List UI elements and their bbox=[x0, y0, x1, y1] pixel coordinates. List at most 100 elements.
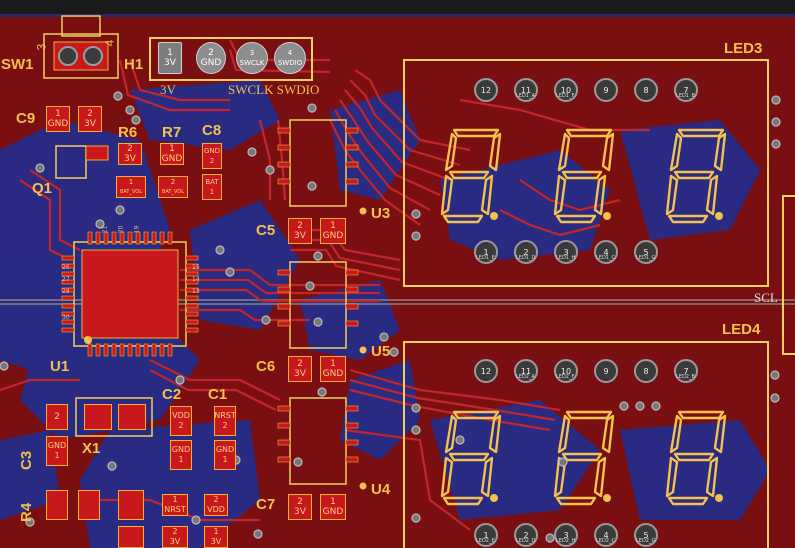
led4-top-pin-7: 7 bbox=[674, 359, 698, 383]
c6-pad2-net: 3V bbox=[294, 369, 306, 379]
led3-bottom-pin-net: LED1_G bbox=[636, 255, 656, 261]
r7-pad2-num: 2 bbox=[170, 178, 176, 186]
led4-decimal-points bbox=[490, 494, 723, 502]
led4-bottom-pin-number: 4 bbox=[603, 530, 609, 540]
c9-pad1-num: 1 bbox=[55, 109, 61, 119]
sw1-pin4: 4 bbox=[102, 39, 117, 47]
h1-label: H1 bbox=[124, 56, 144, 73]
led3-top-pin-number: 8 bbox=[643, 85, 649, 95]
u1-pin21: 21 bbox=[101, 225, 109, 234]
led3-bottom-pin-3: 3 bbox=[554, 240, 578, 264]
c2-pad1-num: GND bbox=[171, 445, 191, 454]
led4-bottom-pin-2: 2 bbox=[514, 523, 538, 547]
c3-pad1-net: 1 bbox=[54, 451, 60, 460]
u1-pin13: 13 bbox=[192, 288, 200, 295]
u1-pin26: 26 bbox=[62, 264, 70, 271]
board-edge bbox=[0, 14, 795, 17]
led3-top-pin-7: 7 bbox=[674, 78, 698, 102]
c7-label: C7 bbox=[256, 496, 276, 513]
led4-bottom-pin-net: LED2_D bbox=[516, 538, 536, 544]
c5-pad2-num: 2 bbox=[297, 221, 303, 231]
led4-top-pin-number: 7 bbox=[683, 366, 689, 376]
h1-pin2-name: GND bbox=[200, 58, 222, 68]
c7-pad1-num: 1 bbox=[330, 497, 336, 507]
u1-pin20: 20 bbox=[117, 225, 125, 234]
c9-label: C9 bbox=[16, 110, 36, 127]
led3-top-pin-8: 8 bbox=[634, 78, 658, 102]
r7-pad2-net: BAT_VOL bbox=[161, 189, 185, 195]
r6-pad1-num: 1 bbox=[128, 178, 134, 186]
c2-label: C2 bbox=[162, 386, 182, 403]
led3-bottom-pin-net: LED1_C bbox=[596, 255, 615, 261]
led3-bottom-pin-2: 2 bbox=[514, 240, 538, 264]
pin1-dots bbox=[359, 207, 367, 490]
h1-pin1-name: 3V bbox=[164, 58, 176, 68]
led4-top-pin-number: 11 bbox=[520, 366, 532, 376]
led4-top-pin-number: 10 bbox=[560, 366, 572, 376]
led3-bottom-pin-number: 1 bbox=[483, 247, 489, 257]
led3-top-pin-net: LED1_B bbox=[676, 93, 695, 99]
r4-pad-right bbox=[118, 490, 144, 520]
c8-pad1-num: BAT bbox=[205, 178, 219, 186]
led3-bottom-pin-1: 1 bbox=[474, 240, 498, 264]
led3-top-pin-net: LED1_A bbox=[516, 93, 535, 99]
x1-pad-left bbox=[84, 404, 112, 430]
led3-top-pin-11: 11 bbox=[514, 78, 538, 102]
c6-label: C6 bbox=[256, 358, 276, 375]
c9-pad2-num: 2 bbox=[87, 109, 93, 119]
c1-pad1-net: 1 bbox=[222, 455, 228, 464]
r6-pad2-net: 3V bbox=[124, 154, 136, 164]
c5-label: C5 bbox=[256, 222, 276, 239]
bottom-pad-3v-a-net: 3V bbox=[169, 537, 181, 546]
led3-top-pin-number: 9 bbox=[603, 85, 609, 95]
q1-outline bbox=[55, 145, 109, 179]
r7-label: R7 bbox=[162, 124, 182, 141]
led3-bottom-pin-net: LED1_E bbox=[476, 255, 495, 261]
view-top-border bbox=[0, 0, 795, 14]
c5-pad1-num: 1 bbox=[330, 221, 336, 231]
x1-pad-right bbox=[118, 404, 146, 430]
c6-pad1-net: GND bbox=[322, 369, 344, 379]
u1-pin15: 15 bbox=[192, 264, 200, 271]
led3-label: LED3 bbox=[724, 40, 763, 57]
c5-pad2-net: 3V bbox=[294, 231, 306, 241]
c2-pad1-net: 1 bbox=[178, 455, 184, 464]
c1-pad2-num: NRST bbox=[214, 411, 236, 420]
c3-pad1-num: GND bbox=[47, 441, 67, 450]
h1-silk-swd: SWCLK SWDIO bbox=[228, 82, 320, 97]
h1-pin2-num: 2 bbox=[208, 48, 214, 58]
led3-top-pin-number: 10 bbox=[560, 85, 572, 95]
c3-label: C3 bbox=[18, 450, 35, 470]
c1-pad2-net: 2 bbox=[222, 421, 228, 430]
u1-pin28: 28 bbox=[62, 288, 70, 295]
led3-top-pin-9: 9 bbox=[594, 78, 618, 102]
led3-bottom-pin-net: LED1_D bbox=[516, 255, 536, 261]
r6-pad1-net: BAT_VOL bbox=[119, 189, 143, 195]
h1-pin3-name: SWCLK bbox=[239, 59, 265, 67]
led4-bottom-pin-number: 5 bbox=[643, 530, 649, 540]
led3-segments bbox=[440, 128, 727, 224]
led4-top-pin-11: 11 bbox=[514, 359, 538, 383]
led4-top-pin-12: 12 bbox=[474, 359, 498, 383]
led3-bottom-pin-net: LED1_H bbox=[556, 255, 576, 261]
soic-pads bbox=[277, 127, 359, 463]
r4-label: R4 bbox=[18, 502, 35, 522]
bottom-pad-vdd-net: VDD bbox=[207, 505, 225, 514]
u3-label: U3 bbox=[371, 205, 391, 222]
led3-top-pin-number: 12 bbox=[480, 85, 492, 95]
led3-top-pin-net: LED1_F bbox=[556, 93, 575, 99]
c3-pad2: 2 bbox=[46, 404, 68, 430]
sw1-label: SW1 bbox=[1, 56, 34, 73]
